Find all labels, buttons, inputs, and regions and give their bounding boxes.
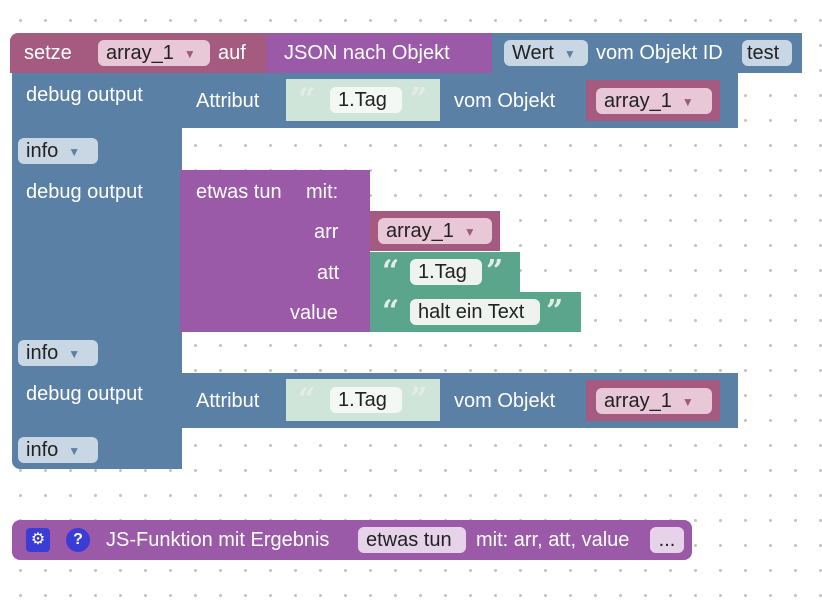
- variable-get-block[interactable]: array_1 ▼: [370, 211, 500, 251]
- text-value-field[interactable]: 1.Tag: [330, 387, 402, 413]
- json-to-object-block[interactable]: JSON nach Objekt: [266, 33, 496, 73]
- debug-output-block-2[interactable]: debug output info ▼: [12, 170, 182, 372]
- variable-get-block[interactable]: array_1 ▼: [586, 80, 720, 121]
- set-variable-block[interactable]: setze array_1 ▼ auf: [10, 33, 272, 73]
- debug-output-block-1[interactable]: debug output info ▼: [12, 73, 182, 170]
- text-value: 1.Tag: [338, 389, 387, 411]
- value-type: Wert: [512, 42, 554, 64]
- help-icon[interactable]: ?: [66, 528, 90, 552]
- debug-output-block-3[interactable]: debug output info ▼: [12, 372, 182, 469]
- function-name-field[interactable]: etwas tun: [358, 527, 466, 553]
- gear-icon[interactable]: ⚙: [26, 528, 50, 552]
- text-value: 1.Tag: [338, 89, 387, 111]
- param-name-arr: arr: [314, 221, 339, 243]
- text-value-field[interactable]: 1.Tag: [410, 259, 482, 285]
- text-block-value[interactable]: “ halt ein Text ”: [370, 292, 581, 332]
- with-label: mit:: [306, 181, 339, 203]
- log-level-dropdown[interactable]: info ▼: [18, 437, 98, 463]
- triangle-down-icon: ▼: [681, 394, 694, 409]
- variable-dropdown[interactable]: array_1 ▼: [596, 88, 712, 114]
- function-label: JS-Funktion mit Ergebnis: [106, 529, 330, 551]
- more-label: ...: [658, 529, 676, 551]
- object-id: test: [747, 42, 780, 64]
- attribute-label: Attribut: [196, 390, 260, 412]
- function-call-block[interactable]: etwas tun mit: arr att value: [180, 170, 370, 332]
- value-type-dropdown[interactable]: Wert ▼: [504, 40, 588, 66]
- json-label: JSON nach Objekt: [284, 42, 450, 64]
- param-name-value: value: [290, 302, 338, 324]
- text-block[interactable]: “ 1.Tag ”: [286, 379, 440, 421]
- text-block-att[interactable]: “ 1.Tag ”: [370, 252, 520, 292]
- log-level: info: [26, 140, 59, 162]
- variable-name: array_1: [106, 42, 174, 64]
- text-value-field[interactable]: 1.Tag: [330, 87, 402, 113]
- param-name-att: att: [317, 262, 340, 284]
- close-quote-icon: ”: [410, 382, 428, 417]
- text-value-field[interactable]: halt ein Text: [410, 299, 540, 325]
- variable-name: array_1: [386, 220, 454, 242]
- text-value: halt ein Text: [418, 301, 525, 323]
- params-label: mit: arr, att, value: [476, 529, 630, 551]
- open-quote-icon: “: [382, 294, 400, 329]
- text-block[interactable]: “ 1.Tag ”: [286, 79, 440, 121]
- get-state-block[interactable]: Wert ▼ vom Objekt ID test: [492, 33, 802, 73]
- close-quote-icon: ”: [546, 294, 564, 329]
- triangle-down-icon: ▼: [68, 443, 81, 458]
- open-quote-icon: “: [298, 382, 316, 417]
- object-id-field[interactable]: test: [742, 40, 792, 66]
- more-params-button[interactable]: ...: [650, 527, 684, 553]
- open-quote-icon: “: [382, 254, 400, 289]
- variable-get-block[interactable]: array_1 ▼: [586, 380, 720, 421]
- triangle-down-icon: ▼: [68, 144, 81, 159]
- triangle-down-icon: ▼: [681, 94, 694, 109]
- triangle-down-icon: ▼: [183, 46, 196, 61]
- js-function-definition-block[interactable]: ⚙ ? JS-Funktion mit Ergebnis etwas tun m…: [12, 520, 692, 560]
- log-level-dropdown[interactable]: info ▼: [18, 138, 98, 164]
- open-quote-icon: “: [298, 82, 316, 117]
- set-keyword: setze: [24, 42, 72, 64]
- debug-output-label: debug output: [26, 383, 143, 405]
- of-object-label: vom Objekt: [454, 390, 556, 412]
- log-level-dropdown[interactable]: info ▼: [18, 340, 98, 366]
- log-level: info: [26, 342, 59, 364]
- of-object-label: vom Objekt: [454, 90, 556, 112]
- triangle-down-icon: ▼: [563, 46, 576, 61]
- function-name: etwas tun: [366, 529, 452, 551]
- debug-output-label: debug output: [26, 181, 143, 203]
- close-quote-icon: ”: [410, 82, 428, 117]
- attribute-label: Attribut: [196, 90, 260, 112]
- triangle-down-icon: ▼: [68, 346, 81, 361]
- variable-dropdown[interactable]: array_1 ▼: [98, 40, 210, 66]
- variable-dropdown[interactable]: array_1 ▼: [378, 218, 492, 244]
- attribute-block-1[interactable]: Attribut “ 1.Tag ” vom Objekt array_1 ▼: [180, 73, 738, 128]
- close-quote-icon: ”: [486, 254, 504, 289]
- variable-name: array_1: [604, 90, 672, 112]
- log-level: info: [26, 439, 59, 461]
- function-name: etwas tun: [196, 181, 282, 203]
- of-object-id-label: vom Objekt ID: [596, 42, 723, 64]
- attribute-block-3[interactable]: Attribut “ 1.Tag ” vom Objekt array_1 ▼: [180, 373, 738, 428]
- to-label: auf: [218, 42, 246, 64]
- debug-output-label: debug output: [26, 84, 143, 106]
- variable-name: array_1: [604, 390, 672, 412]
- triangle-down-icon: ▼: [463, 224, 476, 239]
- text-value: 1.Tag: [418, 261, 467, 283]
- variable-dropdown[interactable]: array_1 ▼: [596, 388, 712, 414]
